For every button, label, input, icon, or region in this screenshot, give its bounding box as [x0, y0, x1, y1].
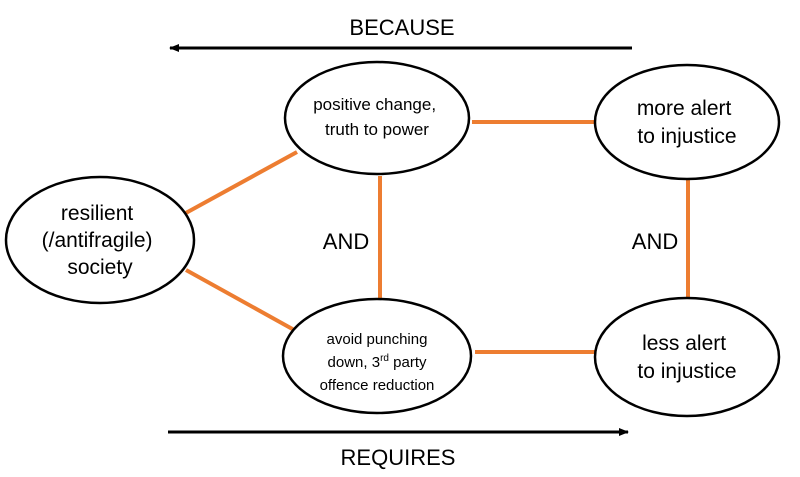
edge-resilient-positive	[183, 150, 298, 216]
resilient-line-3: society	[67, 256, 133, 279]
avoid-line-3: offence reduction	[320, 377, 435, 394]
node-avoid-punching: avoid punching down, 3rd party offence r…	[281, 297, 473, 415]
more-alert-line-2: to injustice	[637, 125, 736, 148]
svg-text:less alert to injustice: less alert to injustice	[637, 332, 736, 383]
positive-line-1: positive change,	[313, 95, 436, 114]
svg-text:more alert to injustice: more alert to injustice	[637, 97, 737, 148]
node-more-alert: more alert to injustice	[593, 63, 781, 181]
node-less-alert: less alert to injustice	[593, 296, 781, 418]
avoid-line-1: avoid punching	[327, 331, 428, 348]
less-alert-line-1: less alert	[642, 332, 726, 355]
avoid-line-2-sup: rd	[380, 353, 389, 364]
svg-text:resilient (/antifragile): resilient (/antifragile) society	[42, 202, 159, 279]
because-label: BECAUSE	[349, 15, 454, 40]
svg-text:down, 3rd party: down, 3rd party	[328, 353, 427, 371]
node-resilient-society: resilient (/antifragile) society	[4, 175, 196, 305]
avoid-line-2-pre: down, 3	[328, 354, 381, 371]
requires-label: REQUIRES	[341, 445, 456, 470]
avoid-line-2-post: party	[389, 354, 427, 371]
and-label-right: AND	[632, 229, 678, 254]
and-label-left: AND	[323, 229, 369, 254]
node-positive-change: positive change, truth to power	[283, 60, 471, 176]
positive-line-2: truth to power	[325, 120, 429, 139]
edge-resilient-avoid	[185, 268, 297, 333]
connectors	[183, 120, 690, 354]
resilient-line-2: (/antifragile)	[42, 229, 153, 252]
svg-text:avoid punching: avoid punching	[327, 331, 428, 348]
less-alert-line-2: to injustice	[637, 360, 736, 383]
svg-text:offence reduction: offence reduction	[320, 377, 435, 394]
more-alert-line-1: more alert	[637, 97, 732, 120]
resilient-line-1: resilient	[61, 202, 134, 225]
svg-text:positive change, truth t: positive change, truth to power	[313, 95, 441, 139]
